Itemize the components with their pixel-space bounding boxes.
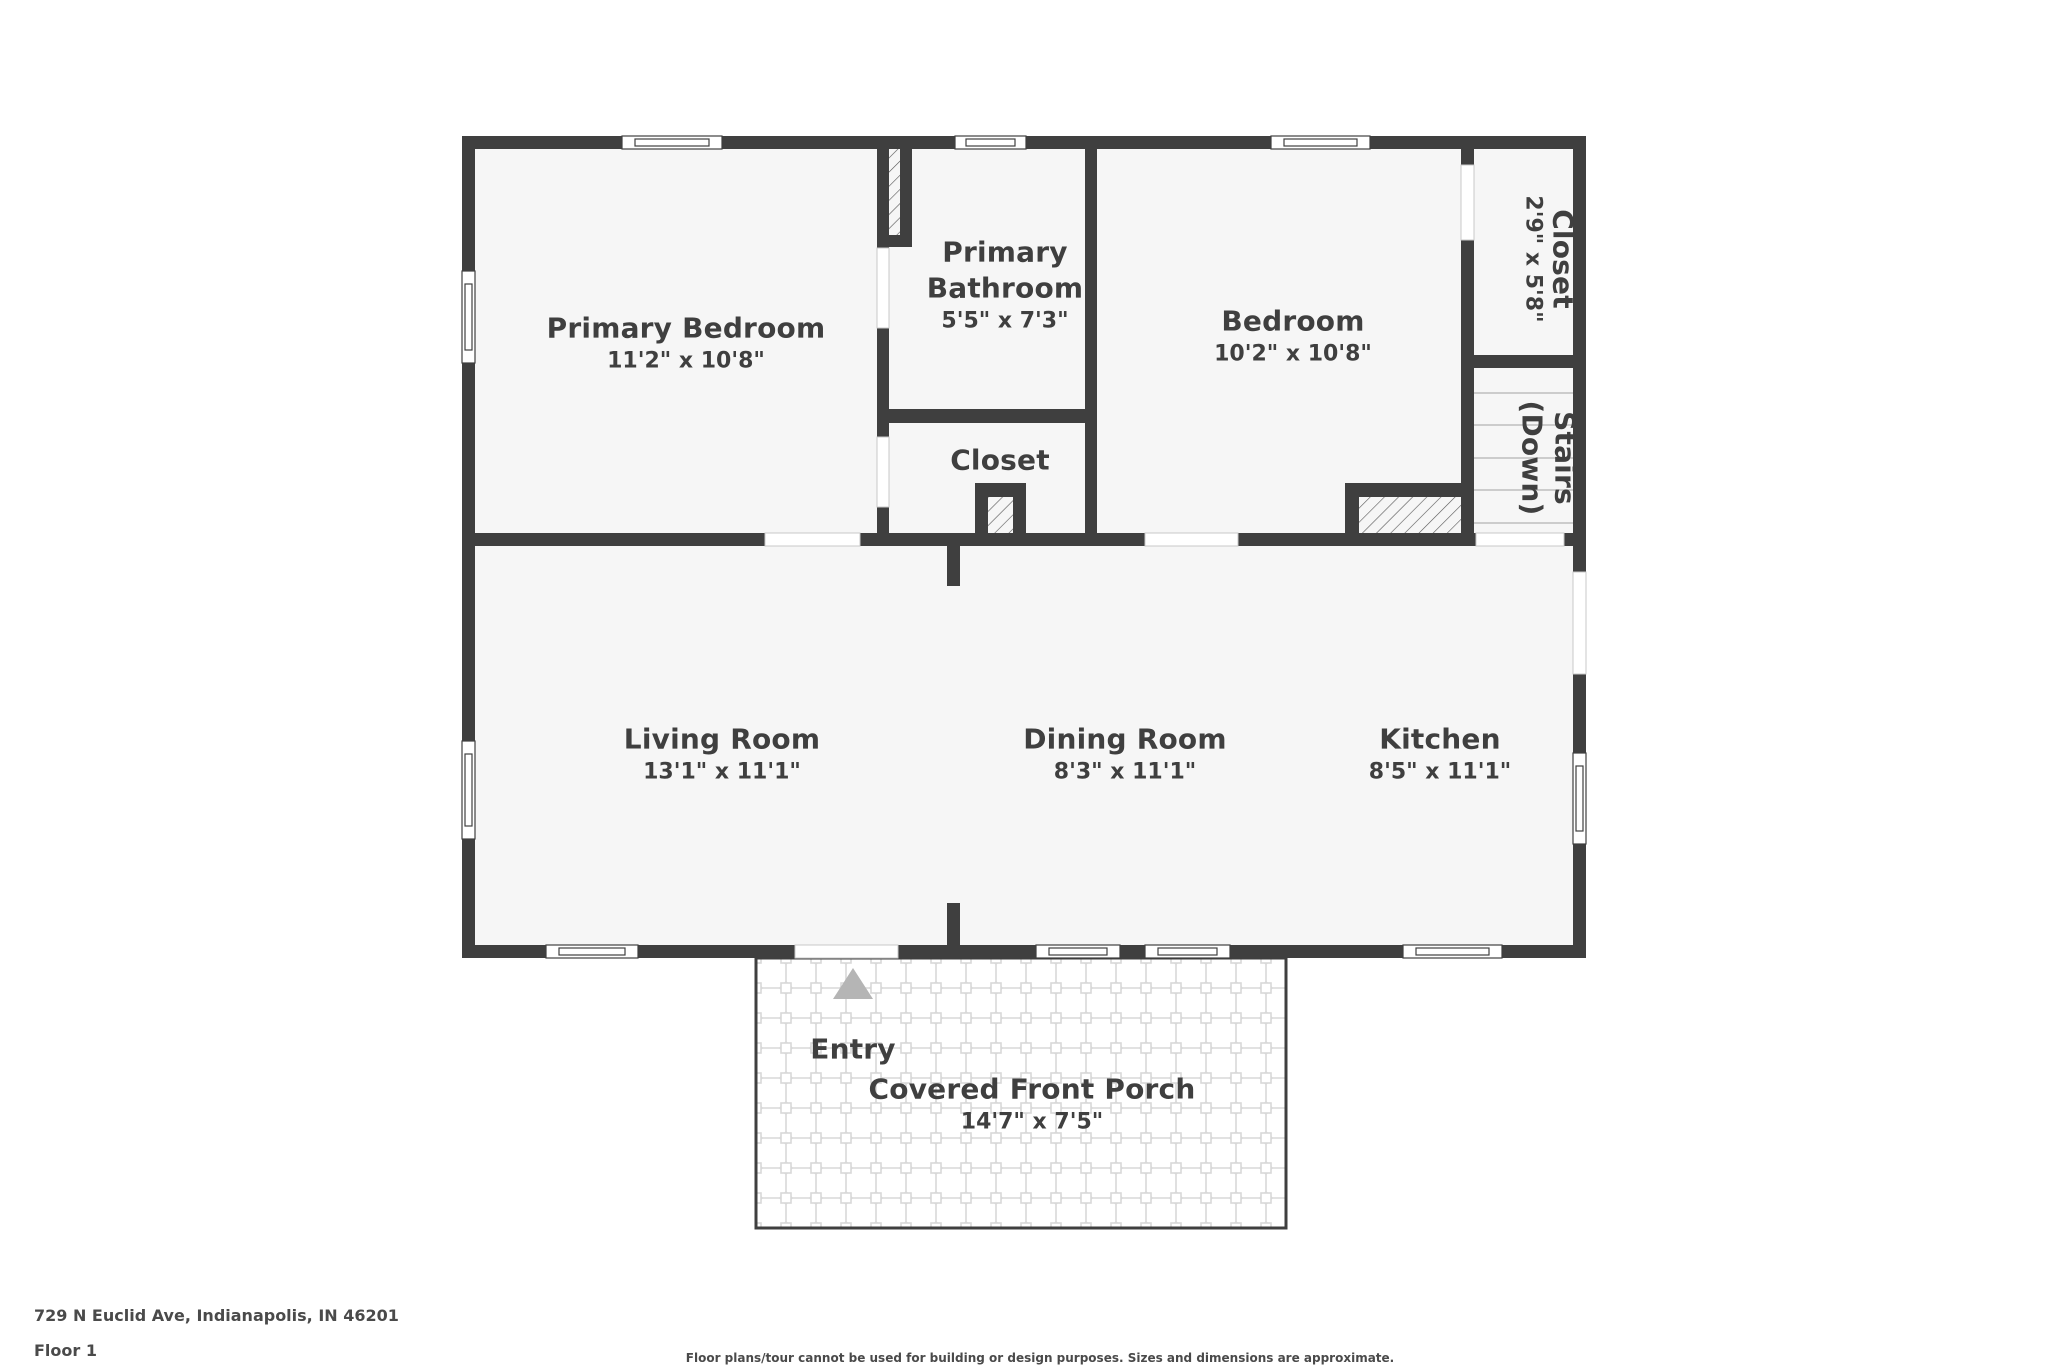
interior-floor (475, 149, 1573, 946)
door-primary-bedroom (764, 532, 861, 547)
wall-stub-top (947, 533, 960, 586)
window-dining-bottom-1 (1035, 944, 1121, 959)
dims-dining-room: 8'3" x 11'1" (1053, 759, 1197, 785)
door-bedroom (1144, 532, 1239, 547)
door-hall-closet (876, 436, 890, 508)
dims-kitchen: 8'5" x 11'1" (1368, 759, 1512, 785)
door-openings (764, 164, 1587, 959)
window-primary-bedroom-top (621, 135, 723, 150)
wall-bath-right (1085, 136, 1097, 546)
door-entry (794, 944, 899, 959)
door-bedroom-closet (1460, 164, 1475, 241)
window-bath-top (954, 135, 1027, 150)
window-primary-bedroom-left (461, 270, 476, 364)
label-bedroom-closet: Closet (1546, 209, 1580, 309)
floor-label: Floor 1 (34, 1341, 97, 1360)
label-primary-bathroom-line2: Bathroom (926, 271, 1084, 305)
window-kitchen-right (1572, 752, 1587, 845)
door-bath (876, 247, 890, 329)
windows (461, 135, 1587, 959)
label-entry: Entry (810, 1032, 896, 1066)
wall-bottom (462, 945, 1586, 958)
label-stairs: Stairs (1548, 411, 1582, 505)
label-dining-room: Dining Room (1023, 722, 1227, 756)
wall-closet-stairs (1461, 355, 1586, 368)
window-living-bottom (545, 944, 639, 959)
label-covered-front-porch: Covered Front Porch (868, 1072, 1196, 1106)
window-bedroom-top (1270, 135, 1371, 150)
label-kitchen: Kitchen (1379, 722, 1501, 756)
wall-bath-closet (877, 409, 1097, 423)
dims-primary-bedroom: 11'2" x 10'8" (607, 348, 765, 374)
dims-bedroom: 10'2" x 10'8" (1214, 341, 1372, 367)
label-primary-bathroom-line1: Primary (942, 235, 1068, 269)
window-kitchen-bottom (1402, 944, 1503, 959)
window-dining-bottom-2 (1144, 944, 1231, 959)
stair-treads (1474, 392, 1573, 524)
label-hall-closet: Closet (950, 443, 1050, 477)
disclaimer: Floor plans/tour cannot be used for buil… (685, 1351, 1395, 1365)
dims-primary-bathroom: 5'5" x 7'3" (941, 308, 1069, 334)
label-stairs-down: (Down) (1515, 400, 1549, 516)
label-primary-bedroom: Primary Bedroom (546, 311, 826, 345)
door-kitchen-side (1572, 571, 1587, 675)
label-bedroom: Bedroom (1221, 304, 1365, 338)
hatched-chases (889, 149, 1461, 533)
property-address: 729 N Euclid Ave, Indianapolis, IN 46201 (34, 1306, 399, 1325)
entry-arrow-icon (833, 968, 873, 999)
dims-living-room: 13'1" x 11'1" (643, 759, 801, 785)
label-living-room: Living Room (623, 722, 821, 756)
dims-covered-front-porch: 14'7" x 7'5" (960, 1109, 1104, 1135)
window-living-left (461, 740, 476, 840)
door-stairs (1475, 532, 1565, 547)
wall-stub-bottom (947, 903, 960, 958)
dims-bedroom-closet: 2'9" x 5'8" (1520, 195, 1546, 323)
covered-front-porch-area (754, 956, 1288, 1230)
